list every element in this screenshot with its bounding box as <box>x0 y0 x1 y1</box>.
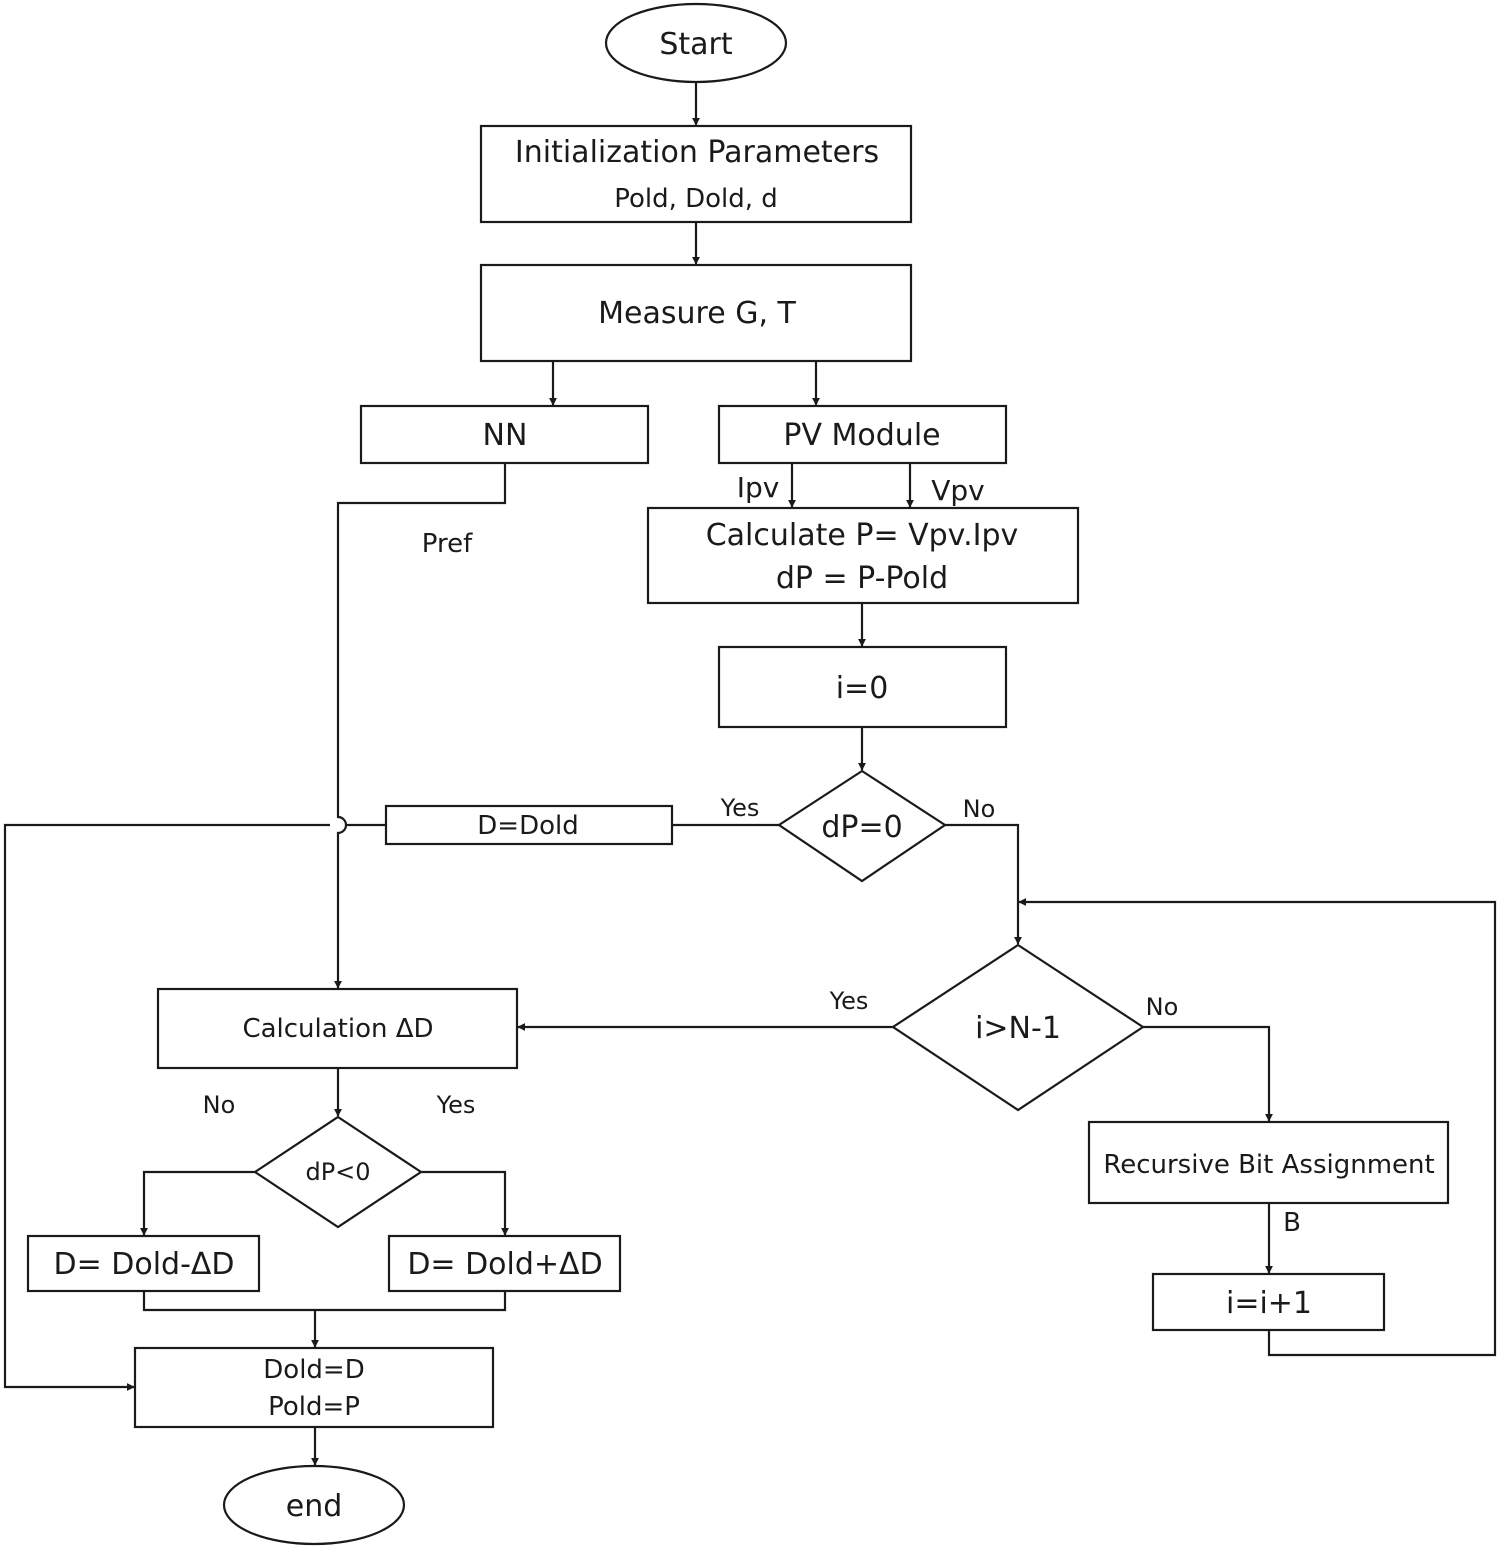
dp-lt-decision <box>253 1115 423 1229</box>
init-title-label: Initialization Parameters <box>515 135 879 170</box>
pref-label: Pref <box>422 529 473 559</box>
dp0-yes-label: Yes <box>720 794 760 822</box>
dp0-no-label: No <box>963 795 996 823</box>
edge-nn-calcdelta <box>334 463 507 989</box>
recursive-label: Recursive Bit Assignment <box>1103 1150 1434 1180</box>
dp-zero-decision <box>777 769 947 883</box>
d-plus-box <box>387 1234 622 1293</box>
update-box <box>133 1346 495 1429</box>
igt-yes-label: Yes <box>829 987 869 1015</box>
pv-module-label: PV Module <box>783 418 940 453</box>
dp-lt-label: dP<0 <box>305 1158 370 1186</box>
edge-dplt-right <box>421 1170 509 1236</box>
start-terminal <box>604 2 788 84</box>
edge-ddold-update <box>3 823 386 1387</box>
start-label: Start <box>659 27 733 62</box>
init-params-label: Pold, Dold, d <box>614 184 778 214</box>
edge-loop-back <box>1018 898 1497 1357</box>
i-gt-label: i>N-1 <box>975 1011 1061 1046</box>
b-label: B <box>1283 1208 1301 1238</box>
d-dold-label: D=Dold <box>477 811 578 841</box>
i-zero-box <box>717 645 1008 729</box>
d-dold-box <box>384 804 674 846</box>
edge-labels: Ipv Vpv Pref Yes No Yes No No Yes B <box>203 471 1301 1238</box>
measure-box <box>479 263 913 363</box>
update-d-label: Dold=D <box>263 1355 364 1385</box>
nn-box <box>359 404 650 465</box>
calc-p-label: Calculate P= Vpv.Ipv <box>706 518 1019 553</box>
connectors <box>3 82 1497 1466</box>
edge-merge <box>142 1291 507 1312</box>
edge-igt-no <box>1143 1025 1273 1122</box>
dplt-yes-label: Yes <box>436 1091 476 1119</box>
vpv-label: Vpv <box>931 474 985 507</box>
nn-label: NN <box>483 418 528 453</box>
recursive-box <box>1087 1120 1450 1205</box>
calculate-box <box>646 506 1080 605</box>
end-label: end <box>286 1489 343 1524</box>
measure-label: Measure G, T <box>598 296 796 331</box>
igt-no-label: No <box>1146 993 1179 1021</box>
d-plus-label: D= Dold+ΔD <box>407 1247 602 1282</box>
pv-module-box <box>717 404 1008 465</box>
calc-delta-label: Calculation ΔD <box>242 1014 433 1044</box>
i-inc-box <box>1151 1272 1386 1332</box>
dplt-no-label: No <box>203 1091 236 1119</box>
init-box <box>479 124 913 224</box>
i-gt-decision <box>891 943 1145 1112</box>
calc-dp-label: dP = P-Pold <box>776 561 948 596</box>
edge-dplt-left <box>140 1170 255 1236</box>
d-minus-label: D= Dold-ΔD <box>53 1247 234 1282</box>
dp-zero-label: dP=0 <box>821 810 902 845</box>
end-terminal <box>222 1464 406 1546</box>
update-p-label: Pold=P <box>268 1392 360 1422</box>
node-labels: Start Initialization Parameters Pold, Do… <box>53 27 1434 1524</box>
ipv-label: Ipv <box>737 471 780 504</box>
calc-delta-box <box>156 987 519 1070</box>
edge-dp0-no <box>945 823 1022 945</box>
d-minus-box <box>26 1234 261 1293</box>
i-inc-label: i=i+1 <box>1226 1286 1312 1321</box>
shapes <box>26 2 1450 1546</box>
i-zero-label: i=0 <box>836 671 889 706</box>
